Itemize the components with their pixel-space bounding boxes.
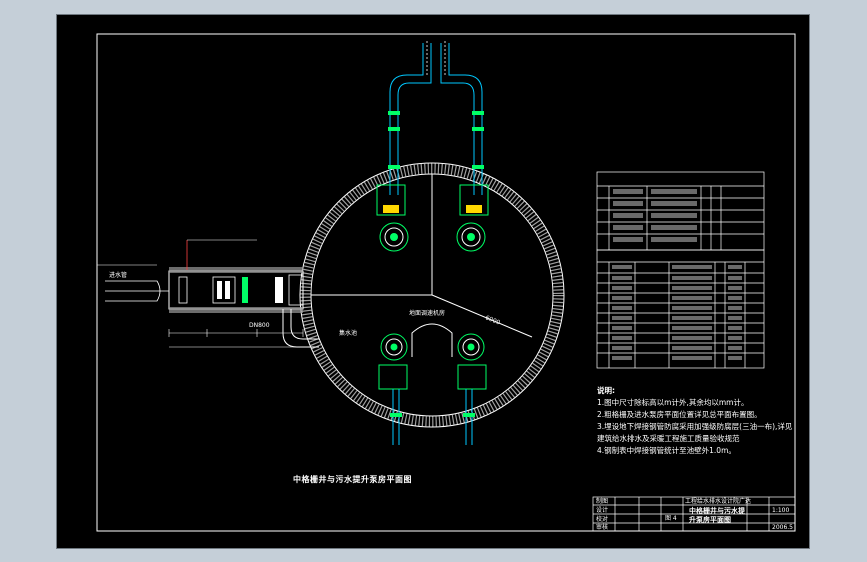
tb-scale: 1:100	[772, 507, 790, 514]
outer-wall	[299, 162, 565, 428]
tb-row-check: 校对	[596, 516, 609, 523]
pump-top-right	[456, 184, 489, 252]
tb-company: 工程给水排水设计院广达	[685, 498, 752, 505]
tb-row-approve: 审核	[596, 524, 609, 531]
bottom-wall-notch	[411, 323, 453, 357]
material-table	[596, 171, 765, 251]
pump-top-left	[376, 184, 409, 252]
drawing-sheet: 进水管 DN800 6000 地面调速机房 集水池	[56, 14, 810, 549]
overflow-pipe	[282, 309, 319, 348]
plan-drawing: 进水管 DN800 6000 地面调速机房 集水池	[96, 33, 796, 532]
tb-date: 2006.5	[772, 524, 793, 531]
spec-table	[596, 249, 765, 369]
label-inlet: 进水管	[109, 271, 127, 279]
inner-frame	[96, 33, 796, 532]
notes-panel: 说明: 1.图中尺寸除标高以m计外,其余均以mm计。 2.粗格栅及进水泵房平面位…	[597, 385, 793, 457]
wall-hatch	[300, 163, 564, 427]
drawing-caption: 中格栅井与污水提升泵房平面图	[293, 475, 412, 484]
pump-bottom-right	[457, 333, 487, 445]
wet-well	[299, 162, 565, 428]
tb-row-draw: 制图	[596, 498, 609, 505]
notes-title: 说明:	[597, 386, 615, 395]
note-2: 2.粗格栅及进水泵房平面位置详见总平面布置图。	[597, 410, 762, 419]
note-4: 4.钢制表中焊接钢管统计至池壁外1.0m。	[597, 446, 736, 455]
discharge-pipes	[389, 43, 483, 195]
label-dn: DN800	[249, 322, 270, 329]
tb-row-design: 设计	[596, 507, 609, 514]
note-1: 1.图中尺寸除标高以m计外,其余均以mm计。	[597, 398, 749, 407]
tb-drawing-title: 中格栅井与污水提升泵房平面图	[689, 507, 745, 524]
pump-bottom-left	[378, 333, 408, 445]
tb-sheet-label: 图 4	[665, 515, 677, 522]
inlet-dimensions	[168, 329, 304, 348]
inlet-channel	[97, 239, 304, 313]
title-block	[592, 496, 796, 532]
label-6m: 6000	[484, 314, 501, 326]
pipe-valves	[388, 111, 484, 169]
vertical-pipe-dashes	[426, 41, 446, 77]
division-wall-right	[431, 294, 533, 338]
label-wet-well: 集水池	[339, 329, 357, 337]
note-3: 3.埋设地下焊接钢管防腐采用加强级防腐层(三油一布),详见 建筑给水排水及采暖工…	[597, 422, 793, 443]
table-fill-marks	[612, 189, 742, 360]
label-pump-room: 地面调速机房	[409, 309, 445, 317]
